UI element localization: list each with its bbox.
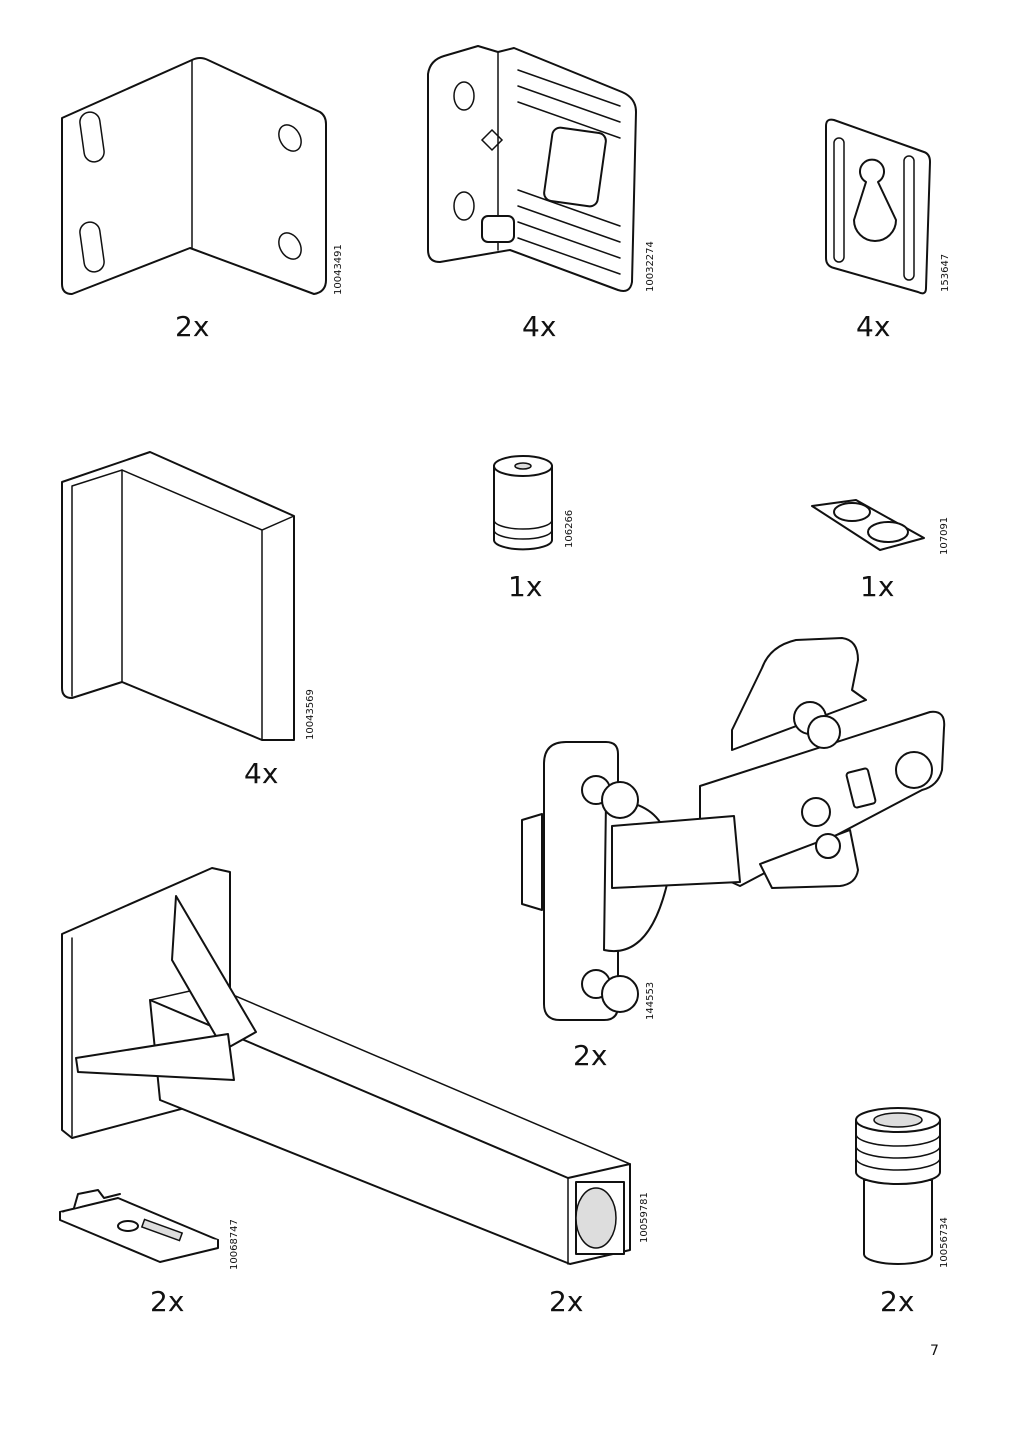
quantity-label: 4x (856, 310, 891, 343)
quantity-label: 2x (150, 1285, 185, 1318)
quantity-label: 1x (860, 570, 895, 603)
quantity-label: 1x (508, 570, 543, 603)
quantity-label: 2x (573, 1039, 608, 1072)
quantity-label: 4x (244, 757, 279, 790)
quantity-label: 2x (880, 1285, 915, 1318)
article-number: 10056734 (939, 1217, 950, 1268)
quantity-label: 2x (175, 310, 210, 343)
quantity-label: 2x (549, 1285, 584, 1318)
quantity-label: 4x (522, 310, 557, 343)
page-number: 7 (930, 1343, 939, 1359)
